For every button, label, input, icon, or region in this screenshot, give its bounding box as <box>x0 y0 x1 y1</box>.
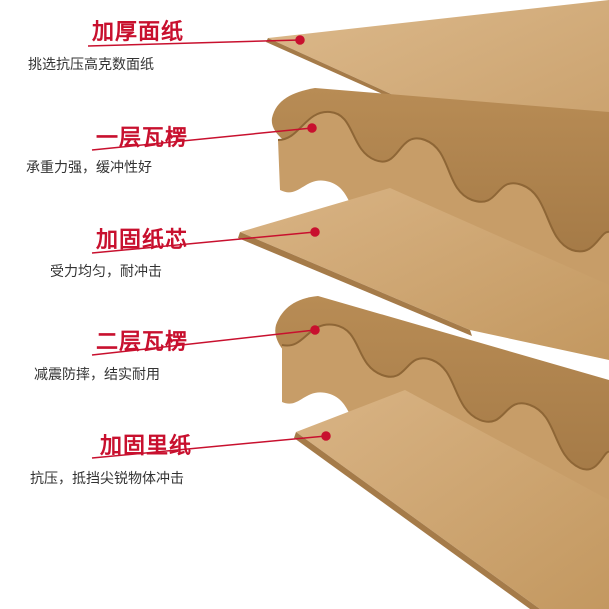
leader-line-1 <box>87 39 301 47</box>
layer-1-desc: 挑选抗压高克数面纸 <box>28 57 154 73</box>
leader-dot-5 <box>321 431 331 441</box>
layer-4-title: 二层瓦楞 <box>96 330 189 355</box>
leader-dot-3 <box>310 227 320 237</box>
layer-liner-sheet <box>294 390 609 609</box>
layer-core-sheet <box>238 188 609 360</box>
layer-1-title: 加厚面纸 <box>92 20 185 45</box>
leader-line-2 <box>91 127 313 151</box>
layer-5-title: 加固里纸 <box>100 434 193 459</box>
leader-dot-4 <box>310 325 320 335</box>
layer-3-title: 加固纸芯 <box>96 228 189 253</box>
leader-line-3 <box>91 231 316 254</box>
leader-line-5 <box>91 435 327 459</box>
layer-2-title: 一层瓦楞 <box>96 126 189 151</box>
layer-3-desc: 受力均匀，耐冲击 <box>50 264 162 280</box>
layer-5-desc: 抗压，抵挡尖锐物体冲击 <box>30 471 184 487</box>
leader-line-4 <box>91 329 316 356</box>
layer-4-desc: 减震防摔，结实耐用 <box>34 367 160 383</box>
leader-lines <box>87 35 331 459</box>
leader-dot-1 <box>295 35 305 45</box>
layer-2-desc: 承重力强，缓冲性好 <box>26 160 152 176</box>
leader-dot-2 <box>307 123 317 133</box>
